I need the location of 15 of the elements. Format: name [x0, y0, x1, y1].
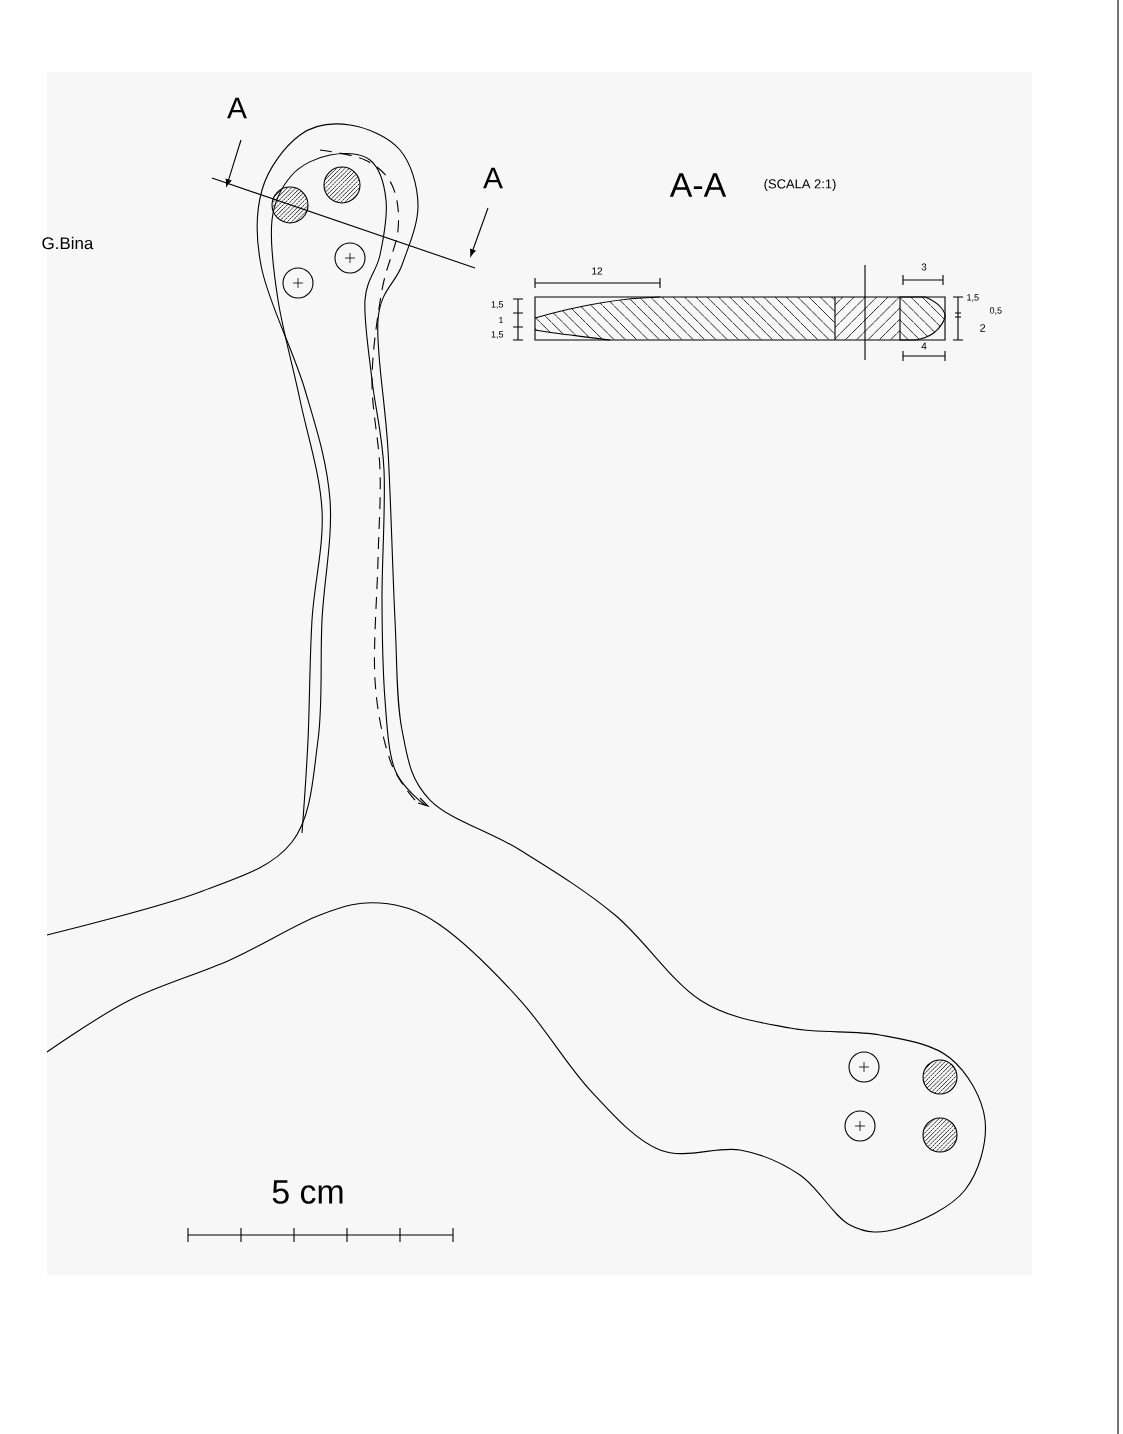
section-title: A-A: [669, 173, 727, 197]
scale-label: 5 cm: [272, 1180, 343, 1204]
dimension-label: 0,5: [989, 307, 1002, 315]
dimension-label: 1: [499, 316, 503, 324]
author-name: G.Bina: [42, 236, 94, 250]
dimension-label: 1,5: [491, 301, 504, 309]
dimension-label: 4: [921, 342, 927, 350]
dimension-label: 2: [980, 324, 986, 332]
dimension-label: 1,5: [491, 331, 504, 339]
section-letter: A: [227, 97, 247, 119]
dimension-label: 3: [921, 263, 927, 271]
section-letter: A: [483, 167, 503, 189]
dimension-label: 12: [592, 267, 603, 275]
dimension-label: 1,5: [967, 294, 979, 302]
scale-note: (SCALA 2:1): [764, 178, 836, 192]
